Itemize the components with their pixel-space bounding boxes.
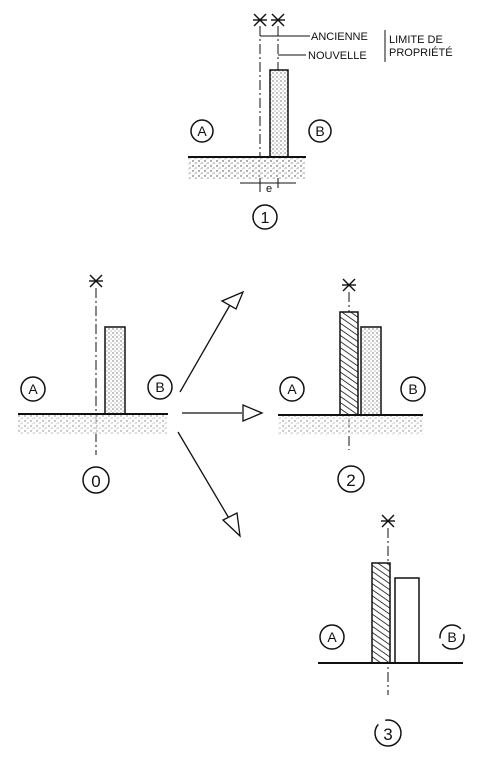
parcel-a-circle bbox=[190, 119, 214, 143]
figure-1: ANCIENNE NOUVELLE LIMITE DE PROPRIÉTÉ e … bbox=[188, 13, 453, 230]
label-limite-1: LIMITE DE bbox=[389, 34, 443, 46]
parcel-a-circle bbox=[319, 624, 345, 650]
wall bbox=[104, 326, 126, 415]
parcel-a-label: A bbox=[197, 123, 207, 139]
parcel-b-circle bbox=[439, 624, 465, 650]
axis-star bbox=[89, 274, 103, 288]
label-nouvelle: NOUVELLE bbox=[308, 50, 367, 62]
figure-2: A B 2 bbox=[278, 278, 426, 493]
figure-number: 3 bbox=[383, 725, 392, 744]
arrow-to-figure-3 bbox=[177, 431, 241, 538]
parcel-b-circle bbox=[147, 374, 173, 400]
parcel-b-circle bbox=[400, 376, 426, 402]
parcel-a-label: A bbox=[28, 381, 38, 397]
label-limite-2: PROPRIÉTÉ bbox=[389, 46, 453, 59]
axis-star-old bbox=[253, 13, 267, 27]
label-ancienne: ANCIENNE bbox=[311, 31, 368, 43]
figure-number: 0 bbox=[91, 472, 100, 491]
axis-star-new bbox=[271, 13, 285, 27]
parcel-b-label: B bbox=[447, 629, 456, 645]
figure-0: A B 0 bbox=[18, 274, 173, 494]
figure-number-circle bbox=[82, 466, 110, 494]
figure-number-circle bbox=[252, 204, 278, 230]
parcel-a-label: A bbox=[327, 629, 337, 645]
axis-star bbox=[381, 514, 395, 528]
ground-texture bbox=[188, 157, 306, 179]
parcel-b-circle bbox=[308, 119, 332, 143]
parcel-a-circle bbox=[279, 376, 305, 402]
arrow-to-figure-1 bbox=[179, 290, 245, 393]
dim-label: e bbox=[266, 183, 272, 195]
parcel-b-label: B bbox=[315, 123, 324, 139]
ground-texture bbox=[278, 415, 423, 435]
figure-3: A B 3 bbox=[318, 514, 465, 747]
parcel-b-label: B bbox=[155, 379, 164, 395]
figure-number: 2 bbox=[346, 471, 355, 490]
wall-old bbox=[360, 326, 382, 416]
ground-texture bbox=[18, 414, 168, 434]
parcel-b-label: B bbox=[408, 381, 417, 397]
figure-number-circle bbox=[374, 719, 402, 747]
wall-old bbox=[394, 577, 420, 664]
arrows bbox=[177, 290, 264, 538]
wall bbox=[269, 69, 289, 158]
arrow-to-figure-2 bbox=[182, 404, 264, 422]
figure-number: 1 bbox=[261, 210, 270, 227]
figure-number-circle bbox=[337, 465, 365, 493]
parcel-a-circle bbox=[20, 376, 46, 402]
wall-new-hatched bbox=[371, 562, 391, 664]
wall-new-hatched bbox=[339, 311, 359, 416]
axis-star bbox=[342, 278, 356, 292]
parcel-a-label: A bbox=[287, 381, 297, 397]
